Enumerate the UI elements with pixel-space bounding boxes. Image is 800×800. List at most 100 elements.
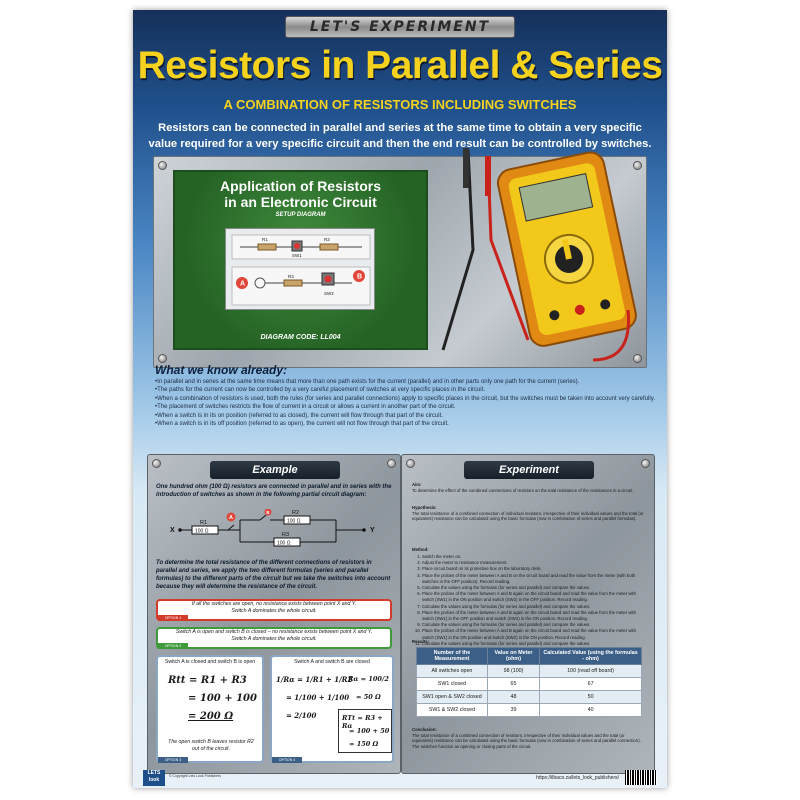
option-4-eq5: = 50 Ω <box>356 693 381 701</box>
table-cell: 48 <box>486 690 541 704</box>
option-4-eq6: RTt = R3 + Rα <box>342 714 383 730</box>
poster: LET'S EXPERIMENT Resistors in Parallel &… <box>133 10 667 788</box>
hypothesis-text: The total resistance of a combined conne… <box>412 510 644 522</box>
resistor-r1-icon <box>257 243 277 251</box>
red-probe-icon <box>485 156 491 196</box>
poster-title: Resistors in Parallel & Series <box>137 44 663 87</box>
multimeter-illustration <box>441 148 637 362</box>
barcode-icon <box>625 770 657 785</box>
r1-label: R1 <box>262 237 268 242</box>
option-4-calc: Switch A and switch B are closed 1/Rα = … <box>270 655 394 763</box>
table-cell: 67 <box>539 677 642 691</box>
point-b-icon <box>353 270 365 282</box>
resistor-r2-icon <box>319 243 339 251</box>
switch-a-icon <box>226 512 236 522</box>
method-step: Place the probes of the meter between A … <box>422 610 646 622</box>
table-row: SW1 & SW2 closed 39 40 <box>416 703 642 717</box>
option-2-tag: OPTION 2 <box>158 643 188 649</box>
method-steps: Switch the meter on. Adjust the meter to… <box>412 554 646 647</box>
list-item: When a switch is in its on position (ref… <box>155 412 655 420</box>
know-title: What we know already: <box>155 363 288 377</box>
r3-label: R3 <box>288 274 294 279</box>
option-4-result-box: RTt = R3 + Rα = 100 + 50 = 150 Ω <box>338 709 392 753</box>
point-b-label: B <box>357 274 362 281</box>
point-a-icon <box>236 277 248 289</box>
screw-icon <box>641 459 650 468</box>
application-title-line1: Application of Resistors <box>219 178 382 194</box>
screw-icon <box>633 161 642 170</box>
r1-label: R1 <box>200 520 207 526</box>
table-cell: SW1 closed <box>416 677 488 691</box>
screw-icon <box>158 354 167 363</box>
switch-a-label: A <box>229 515 233 521</box>
r2-label: R2 <box>324 237 330 242</box>
option-2-line2: Switch A dominates the whole circuit. <box>231 636 317 642</box>
option-3-tag: OPTION 3 <box>158 757 188 763</box>
option-1-line1: If all the switches are open, no resista… <box>191 601 357 607</box>
option-4-eq7: = 100 + 50 <box>349 727 390 735</box>
table-cell: SW1 open & SW2 closed <box>416 690 488 704</box>
application-title-line2: in an Electronic Circuit <box>224 194 377 210</box>
option-2-line1: Switch A is open and switch B is closed … <box>175 629 373 635</box>
list-item: When a combination of resistors is used,… <box>155 395 655 403</box>
screw-icon <box>633 354 642 363</box>
footer: LETS look © Copyright Lets Look Publishe… <box>143 770 657 786</box>
option-1-box: If all the switches are open, no resista… <box>156 599 392 621</box>
table-cell: All switches open <box>416 664 488 678</box>
lets-look-logo: LETS look <box>143 770 165 786</box>
table-cell: 100 (read off board) <box>539 664 642 678</box>
r3-label: R3 <box>282 532 289 538</box>
hypothesis-label: Hypothesis: <box>412 505 437 510</box>
list-item: In parallel and in series at the same ti… <box>155 378 655 386</box>
conclusion-section: Conclusion: The total resistance of a co… <box>412 727 646 749</box>
hypothesis-section: Hypothesis: The total resistance of a co… <box>412 505 646 522</box>
table-cell: SW1 & SW2 closed <box>416 703 488 717</box>
results-label-text: Results: <box>412 639 429 644</box>
option-3-calc: Switch A is closed and switch B is open … <box>156 655 264 763</box>
footer-url: https://ilbaco.za/lets_look_publishers/ <box>536 775 619 781</box>
option-4-eq3: = 2/100 <box>286 711 317 720</box>
screw-icon <box>406 459 415 468</box>
point-a-label: A <box>240 281 245 288</box>
option-4-heading: Switch A and switch B are closed <box>294 659 370 665</box>
results-table: Number of the Measurement Value on Meter… <box>416 647 642 717</box>
table-cell: 98 (100) <box>486 664 541 678</box>
example-intro: One hundred ohm (100 Ω) resistors are co… <box>156 484 392 498</box>
example-question: To determine the total resistance of the… <box>156 560 391 590</box>
aim-label: Aim: <box>412 482 422 487</box>
experiment-panel: Experiment Aim: To determine the effect … <box>401 454 655 774</box>
option-4-tag: OPTION 4 <box>272 757 302 763</box>
table-row: SW1 open & SW2 closed 48 50 <box>416 690 642 704</box>
results-label: Results: <box>412 639 646 645</box>
method-step: Place the probes of the meter between A … <box>422 591 646 603</box>
option-3-eq3: = 200 Ω <box>188 711 234 722</box>
poster-subtitle: A COMBINATION OF RESISTORS INCLUDING SWI… <box>223 97 577 112</box>
conclusion-label: Conclusion: <box>412 727 437 732</box>
method-label-text: Method: <box>412 547 429 552</box>
intro-text: Resistors can be connected in parallel a… <box>148 122 652 150</box>
logo-line1: LETS <box>147 770 161 776</box>
option-3-eq1: Rtt = R1 + R3 <box>168 675 247 686</box>
aim-section: Aim: To determine the effect of the comb… <box>412 482 646 493</box>
method-step: Place circuit board on its protective bo… <box>422 566 646 572</box>
r1-value: 100 Ω <box>195 529 209 535</box>
table-cell: 40 <box>539 703 642 717</box>
copyright-text: © Copyright Lets Look Publishers <box>169 774 221 778</box>
logo-line2: look <box>148 777 160 783</box>
method-step: Calculate the values using the formulas … <box>422 604 646 610</box>
sw1-label: SW1 <box>292 253 302 258</box>
switch-b-icon <box>264 509 272 516</box>
table-row: SW1 closed 65 67 <box>416 677 642 691</box>
option-2-box: Switch A is open and switch B is closed … <box>156 627 392 649</box>
experiment-tab: Experiment <box>464 461 594 479</box>
list-item: When a switch is in its off position (re… <box>155 420 655 428</box>
table-cell: 50 <box>539 690 642 704</box>
table-cell: 65 <box>486 677 541 691</box>
diagram-code: DIAGRAM CODE: LL004 <box>260 334 341 341</box>
r2-label: R2 <box>292 510 299 516</box>
table-cell: 39 <box>486 703 541 717</box>
lets-experiment-badge: LET'S EXPERIMENT <box>285 16 515 38</box>
screw-icon <box>158 161 167 170</box>
r2-value: 100 Ω <box>287 519 301 525</box>
option-3-heading: Switch A is closed and switch B is open <box>164 659 256 665</box>
